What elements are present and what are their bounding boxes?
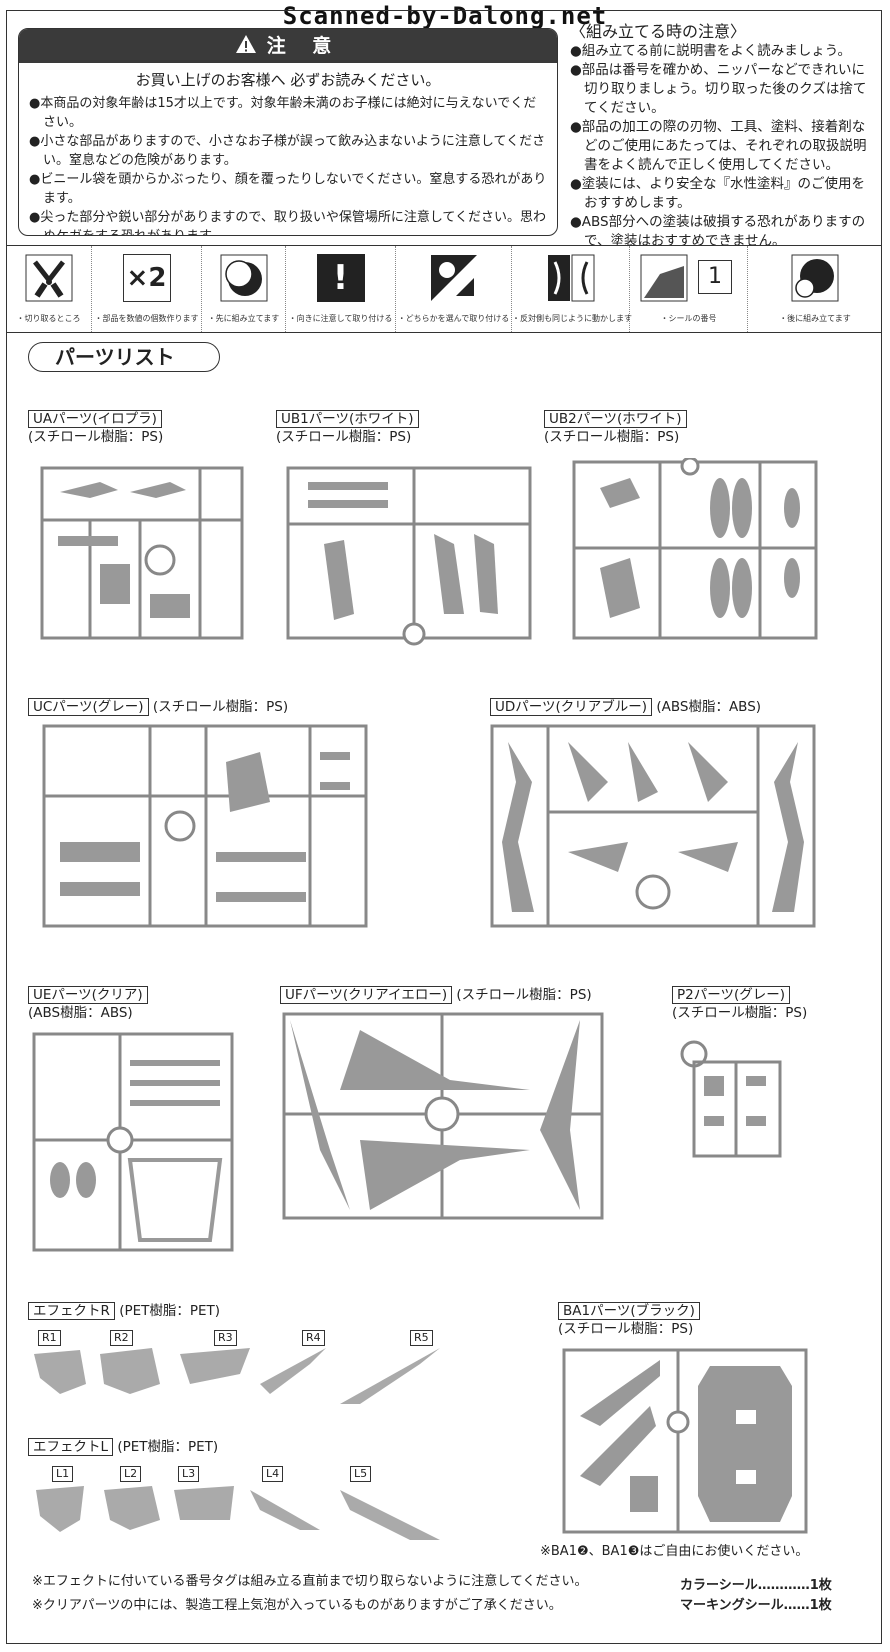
runner-p2-label: P2パーツ(グレー)(スチロール樹脂：PS) bbox=[672, 986, 808, 1021]
runner-uc-diagram bbox=[42, 724, 368, 928]
warning-item: ●ビニール袋を頭からかぶったり、顔を覆ったりしないでください。窒息する恐れがあり… bbox=[29, 172, 547, 206]
warning-subtitle: お買い上げのお客様へ 必ずお読みください。 bbox=[135, 71, 441, 89]
warning-icon bbox=[235, 35, 256, 53]
runner-ub1-label: UB1パーツ(ホワイト)(スチロール樹脂：PS) bbox=[276, 410, 419, 446]
legend-caption: ・向きに注意して取り付ける bbox=[288, 314, 393, 323]
runner-ua-label: UAパーツ(イロプラ)(スチロール樹脂：PS) bbox=[28, 410, 164, 445]
page-frame bbox=[6, 10, 882, 1644]
effect-r-shapes bbox=[34, 1348, 440, 1404]
assemble-first-icon bbox=[220, 254, 267, 302]
runner-p2-diagram bbox=[680, 1040, 782, 1158]
legend-cut: ・切り取るところ bbox=[6, 246, 92, 332]
mirror-icon bbox=[547, 254, 594, 302]
legend-caption: ・先に組み立てます bbox=[207, 314, 280, 323]
assembly-item: ●塗装には、より安全な『水性塗料』のご使用をおすすめします。 bbox=[570, 176, 866, 211]
choose-one-icon bbox=[430, 255, 477, 301]
assembly-item: ●部品の加工の際の刃物、工具、塗料、接着剤などのご使用にあたっては、それぞれの取… bbox=[570, 119, 867, 173]
effect-tag: L2 bbox=[120, 1466, 142, 1482]
effect-tag: L1 bbox=[52, 1466, 74, 1482]
footer-note: ※エフェクトに付いている番号タグは組み立る直前まで切り取らないように注意してくだ… bbox=[32, 1574, 588, 1589]
effect-tag: R3 bbox=[214, 1330, 237, 1346]
warning-box: 注 意 お買い上げのお客様へ 必ずお読みください。 ●本商品の対象年齢は15才以… bbox=[18, 28, 558, 236]
effect-l-shapes bbox=[36, 1486, 440, 1540]
runner-ub2-diagram bbox=[572, 458, 818, 640]
legend-multiply: ×2 ・部品を数値の個数作ります bbox=[92, 246, 202, 332]
exclamation-icon: ! bbox=[316, 254, 365, 302]
warning-title: 注 意 bbox=[266, 35, 342, 57]
effect-tag: L3 bbox=[178, 1466, 200, 1482]
runner-uf-label: UFパーツ(クリアイエロー) (スチロール樹脂：PS) bbox=[280, 986, 592, 1004]
runner-ub2-label: UB2パーツ(ホワイト)(スチロール樹脂：PS) bbox=[544, 410, 687, 446]
runner-ub1-diagram bbox=[286, 466, 532, 646]
legend-caption: ・どちらかを選んで取り付ける bbox=[397, 314, 510, 323]
warning-item: ●小さな部品がありますので、小さなお子様が誤って飲み込まないように注意してくださ… bbox=[29, 134, 546, 168]
sticker-number: 1 bbox=[698, 260, 732, 294]
effect-tag: R4 bbox=[302, 1330, 325, 1346]
assemble-later-icon bbox=[791, 254, 839, 302]
effect-tag: R1 bbox=[38, 1330, 61, 1346]
scan-watermark: Scanned-by-Dalong.net bbox=[282, 2, 608, 30]
color-seal-count: カラーシール…………1枚 bbox=[680, 1578, 832, 1593]
runner-ue-label: UEパーツ(クリア)(ABS樹脂：ABS) bbox=[28, 986, 148, 1022]
footer-note: ※クリアパーツの中には、製造工程上気泡が入っているものがありますがご了承ください… bbox=[32, 1598, 562, 1613]
assembly-notes: 〈組み立てる時の注意〉 ●組み立てる前に説明書をよく読みましょう。 ●部品は番号… bbox=[570, 22, 875, 251]
runner-ud-diagram bbox=[490, 724, 816, 928]
parts-list-title: パーツリスト bbox=[28, 342, 220, 372]
warning-header: 注 意 bbox=[19, 29, 557, 63]
runner-uf-diagram bbox=[282, 1012, 604, 1220]
runner-ue-diagram bbox=[32, 1032, 234, 1252]
runner-ba1-diagram bbox=[562, 1348, 808, 1534]
legend-caption: ・部品を数値の個数作ります bbox=[94, 314, 199, 323]
legend-mirror: ・反対側も同じように動かします bbox=[512, 246, 632, 332]
effect-tag: L4 bbox=[262, 1466, 284, 1482]
effect-tag: R5 bbox=[410, 1330, 433, 1346]
nipper-icon bbox=[25, 254, 72, 302]
warning-item: ●尖った部分や鋭い部分がありますので、取り扱いや保管場所に注意してください。思わ… bbox=[29, 210, 547, 235]
runner-ud-label: UDパーツ(クリアブルー) (ABS樹脂：ABS) bbox=[490, 698, 761, 716]
assembly-title: 〈組み立てる時の注意〉 bbox=[570, 22, 747, 41]
legend-caption: ・シールの番号 bbox=[660, 314, 717, 323]
legend-assemble-later: ・後に組み立てます bbox=[748, 246, 882, 332]
effect-tag: R2 bbox=[110, 1330, 133, 1346]
ba1-note: ※BA1❷、BA1❸はご自由にお使いください。 bbox=[540, 1544, 809, 1559]
legend-caption: ・切り取るところ bbox=[16, 314, 81, 323]
legend-orientation: ! ・向きに注意して取り付ける bbox=[286, 246, 396, 332]
marking-seal-count: マーキングシール……1枚 bbox=[680, 1598, 832, 1613]
symbol-legend: ・切り取るところ ×2 ・部品を数値の個数作ります ・先に組み立てます ! ・向… bbox=[6, 245, 882, 333]
runner-ua-diagram bbox=[40, 466, 244, 640]
runner-ba1-label: BA1パーツ(ブラック)(スチロール樹脂：PS) bbox=[558, 1302, 700, 1338]
legend-choose: ・どちらかを選んで取り付ける bbox=[396, 246, 512, 332]
runner-uc-label: UCパーツ(グレー) (スチロール樹脂：PS) bbox=[28, 698, 288, 716]
legend-caption: ・反対側も同じように動かします bbox=[512, 314, 632, 323]
sticker-icon bbox=[640, 254, 688, 302]
assembly-item: ●組み立てる前に説明書をよく読みましょう。 bbox=[570, 43, 851, 59]
legend-caption: ・後に組み立てます bbox=[779, 314, 851, 323]
legend-assemble-first: ・先に組み立てます bbox=[202, 246, 286, 332]
assembly-item: ●部品は番号を確かめ、ニッパーなどできれいに切り取りましょう。切り取った後のクズ… bbox=[570, 62, 867, 116]
times-two-icon: ×2 bbox=[122, 254, 171, 302]
seal-count: カラーシール…………1枚 マーキングシール……1枚 bbox=[680, 1576, 832, 1616]
effect-tag: L5 bbox=[350, 1466, 372, 1482]
runner-effect-l-label: エフェクトL (PET樹脂：PET) bbox=[28, 1438, 218, 1456]
runner-effect-r-label: エフェクトR (PET樹脂：PET) bbox=[28, 1302, 220, 1320]
warning-item: ●本商品の対象年齢は15才以上です。対象年齢未満のお子様には絶対に与えないでくだ… bbox=[29, 96, 537, 130]
legend-sticker: 1 ・シールの番号 bbox=[630, 246, 748, 332]
